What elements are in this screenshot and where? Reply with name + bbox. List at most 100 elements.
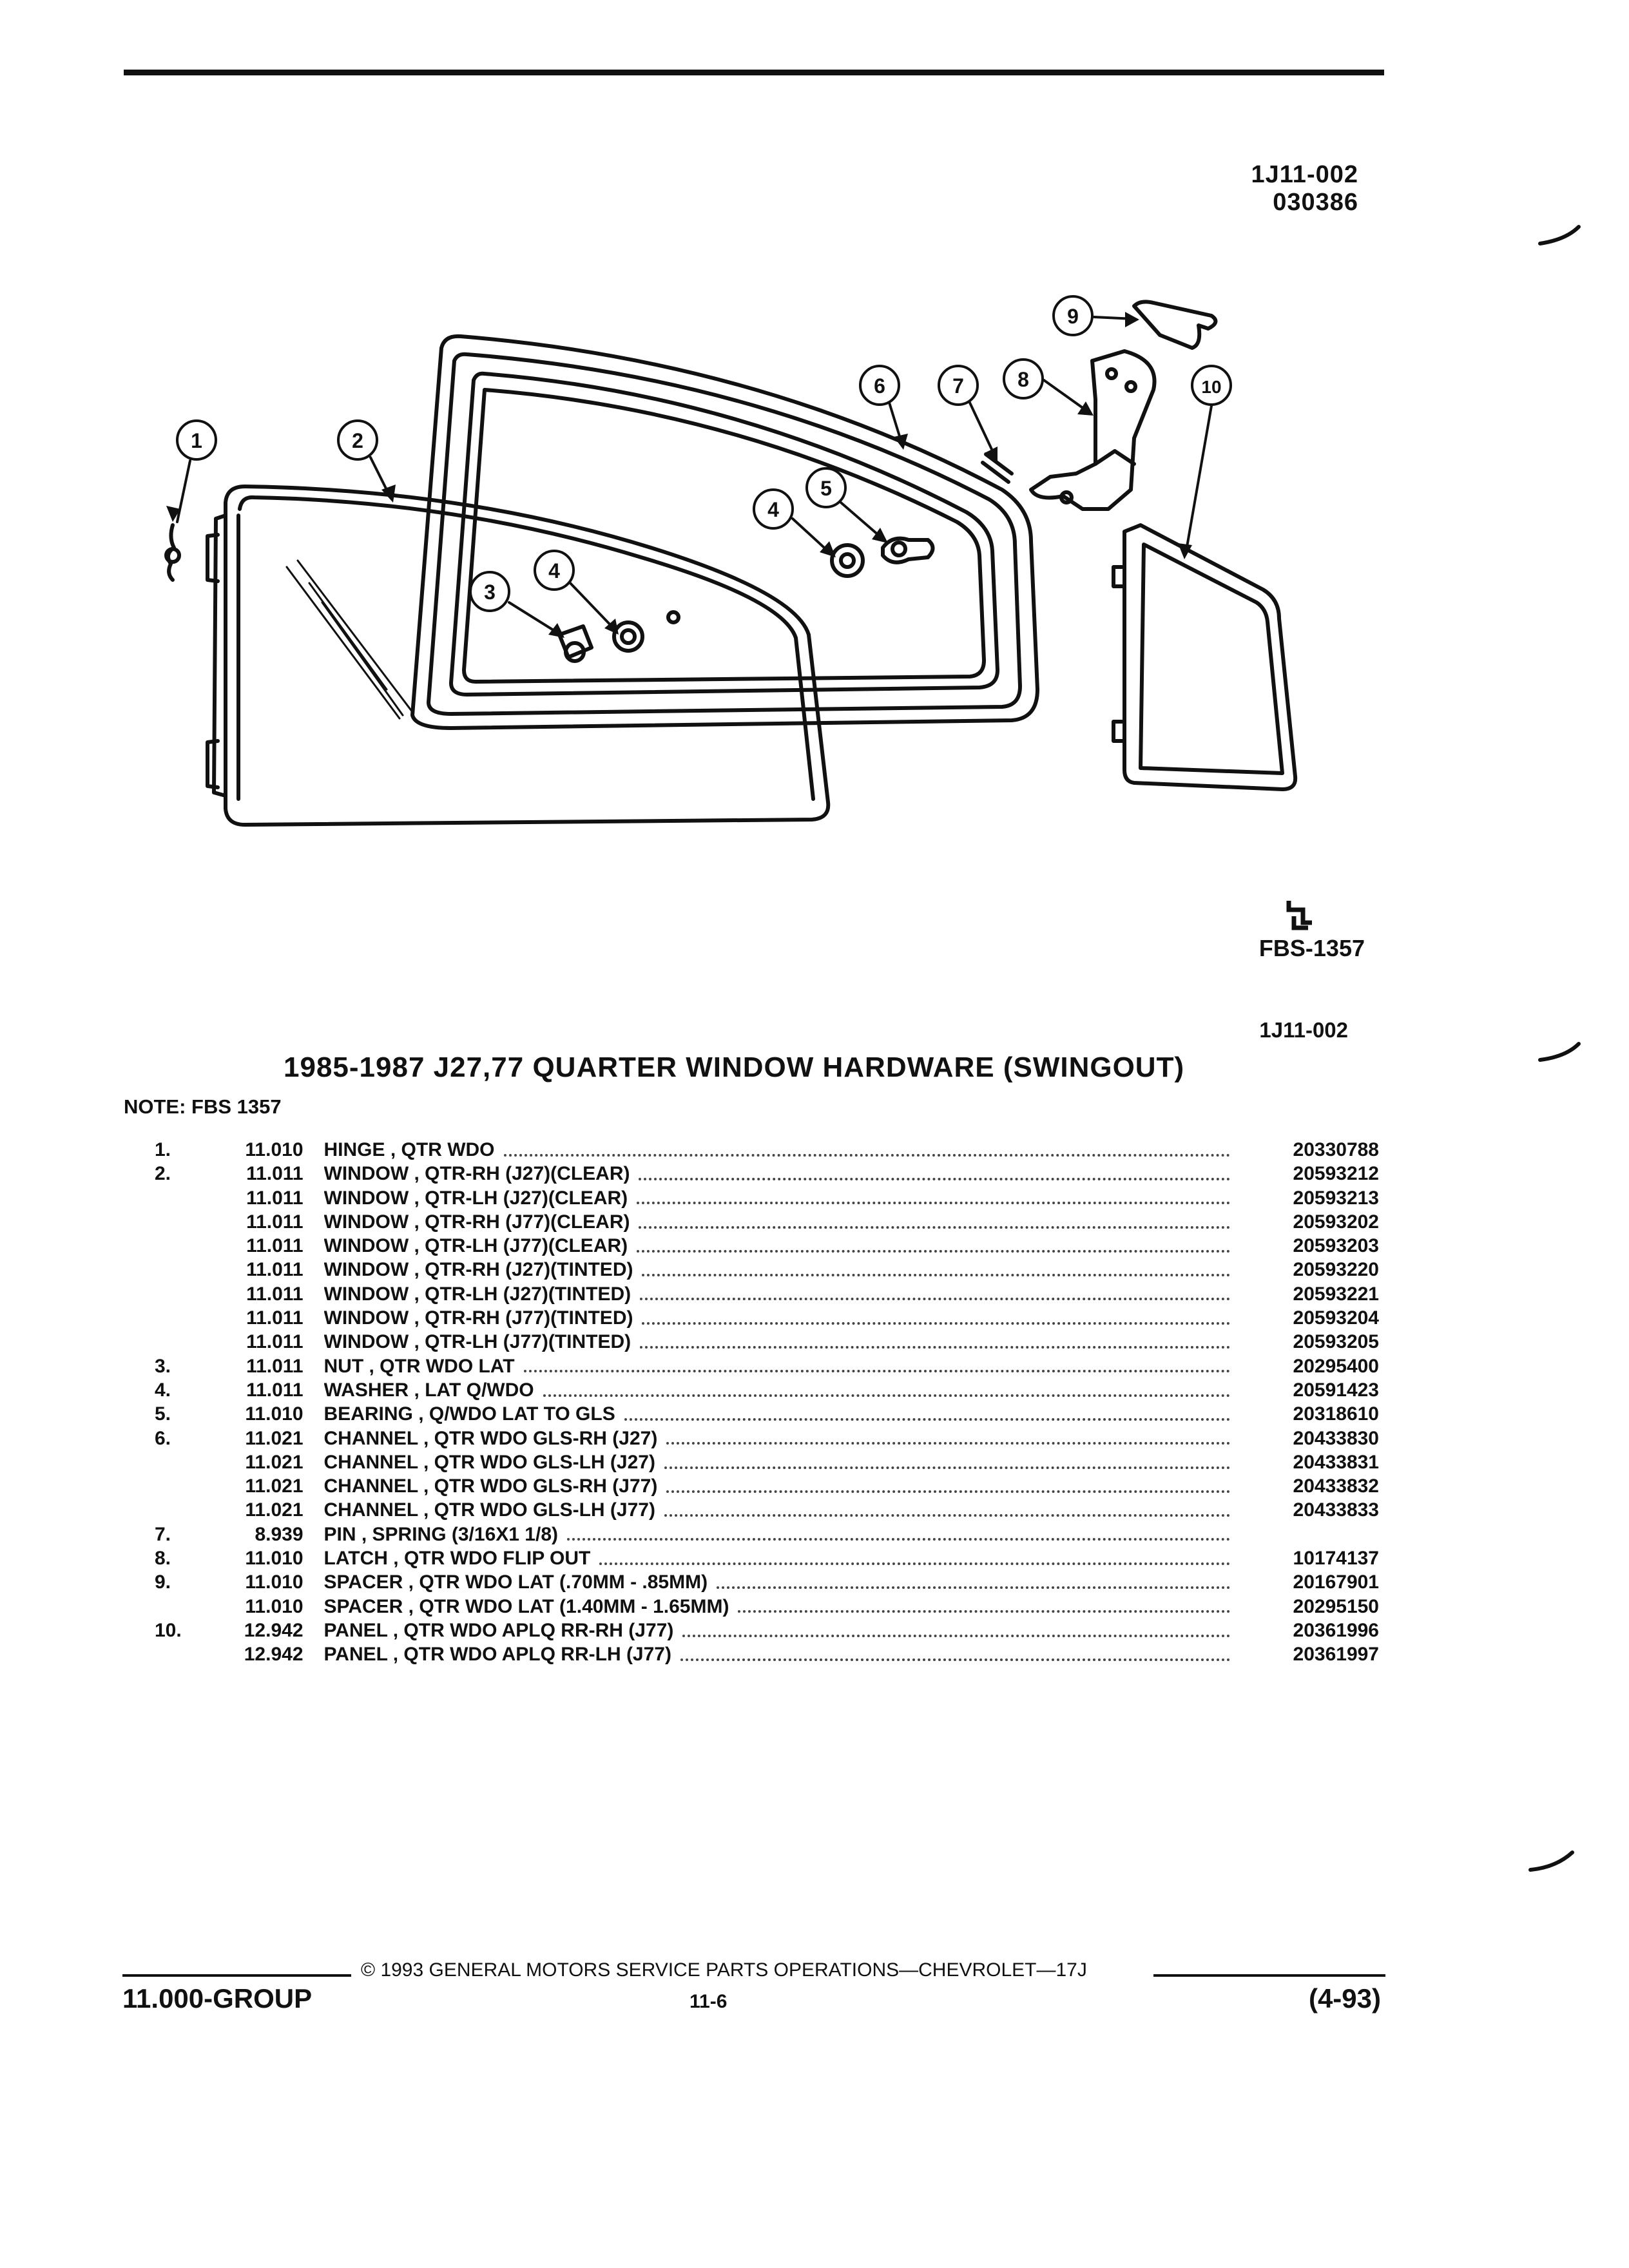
footer-copyright: © 1993 GENERAL MOTORS SERVICE PARTS OPER… — [361, 1959, 1087, 1981]
group-number: 12.942 — [244, 1644, 304, 1666]
part-description-cell: PANEL , QTR WDO APLQ RR-RH (J77) — [324, 1619, 1239, 1642]
part-number: 20591423 — [1293, 1379, 1379, 1401]
part-number: 20330788 — [1293, 1139, 1379, 1160]
dot-leader — [599, 1562, 1230, 1565]
group-number: 11.011 — [246, 1355, 304, 1377]
callout-7: 7 — [952, 374, 964, 398]
part-number: 20295150 — [1293, 1595, 1379, 1617]
part-description: NUT , QTR WDO LAT — [323, 1355, 515, 1377]
group-number: 11.011 — [246, 1307, 304, 1329]
footer-rule-right — [1153, 1974, 1385, 1977]
part-description: WINDOW , QTR-RH (J27)(CLEAR) — [323, 1163, 630, 1185]
part-description: PANEL , QTR WDO APLQ RR-LH (J77) — [323, 1644, 671, 1666]
group-number: 11.011 — [246, 1211, 304, 1233]
part-description-cell: PIN , SPRING (3/16X1 1/8) — [324, 1523, 1239, 1546]
group-number: 12.942 — [244, 1619, 304, 1641]
group-number: 8.939 — [255, 1523, 304, 1545]
callout-9: 9 — [1067, 305, 1079, 328]
part-number: 20593220 — [1293, 1259, 1379, 1281]
margin-mark — [1528, 1850, 1574, 1872]
part-description-cell: NUT , QTR WDO LAT — [324, 1354, 1239, 1378]
fbs-reference: FBS-1357 — [1259, 935, 1365, 961]
group-number: 11.011 — [246, 1187, 304, 1209]
top-rule — [124, 70, 1384, 75]
item-number: 5. — [155, 1403, 171, 1425]
part-number: 20361997 — [1293, 1644, 1379, 1666]
part-description: WINDOW , QTR-LH (J27)(TINTED) — [323, 1283, 631, 1305]
part-description-cell: BEARING , Q/WDO LAT TO GLS — [324, 1402, 1239, 1426]
part-description: WINDOW , QTR-LH (J27)(CLEAR) — [323, 1187, 628, 1209]
dot-leader — [637, 1249, 1230, 1253]
part-number: 20593212 — [1293, 1163, 1379, 1185]
part-number: 20593221 — [1293, 1283, 1379, 1305]
callout-6: 6 — [874, 374, 885, 398]
dot-leader — [640, 1346, 1230, 1349]
section-title: 1985-1987 J27,77 QUARTER WINDOW HARDWARE… — [284, 1052, 1185, 1083]
item-number: 8. — [155, 1548, 171, 1570]
dot-leader — [664, 1466, 1230, 1469]
part-description: BEARING , Q/WDO LAT TO GLS — [323, 1403, 615, 1425]
item-number — [155, 1306, 203, 1330]
part-number — [1239, 1523, 1379, 1546]
item-number — [155, 1186, 203, 1210]
part-description-cell: WINDOW , QTR-RH (J77)(TINTED) — [324, 1306, 1239, 1330]
part-description: WINDOW , QTR-RH (J77)(CLEAR) — [323, 1211, 630, 1233]
dot-leader — [637, 1202, 1230, 1205]
item-number: 9. — [155, 1571, 171, 1593]
part-description: WINDOW , QTR-LH (J77)(TINTED) — [323, 1331, 631, 1353]
item-number — [155, 1234, 203, 1258]
item-number — [155, 1282, 203, 1306]
group-number: 11.021 — [245, 1427, 304, 1449]
part-description-cell: WINDOW , QTR-LH (J77)(TINTED) — [324, 1330, 1239, 1354]
item-number — [155, 1642, 203, 1666]
dot-leader — [639, 1225, 1230, 1229]
part-description: CHANNEL , QTR WDO GLS-RH (J27) — [323, 1427, 658, 1449]
callout-4a: 4 — [548, 559, 560, 582]
part-description: WINDOW , QTR-LH (J77)(CLEAR) — [323, 1235, 628, 1257]
part-description: CHANNEL , QTR WDO GLS-LH (J77) — [323, 1499, 655, 1521]
part-description-cell: WASHER , LAT Q/WDO — [324, 1378, 1239, 1402]
part-number: 20318610 — [1293, 1403, 1379, 1425]
item-number: 1. — [155, 1139, 171, 1160]
item-number: 4. — [155, 1379, 171, 1401]
part-description-cell: WINDOW , QTR-LH (J77)(CLEAR) — [324, 1234, 1239, 1258]
item-number: 10. — [155, 1619, 182, 1641]
footer-revision: (4-93) — [1308, 1983, 1381, 2013]
footer-group: 11.000-GROUP — [122, 1983, 313, 2013]
parts-row: 12.942 PANEL , QTR WDO APLQ RR-LH (J77) 20… — [155, 1642, 1379, 1666]
part-description: HINGE , QTR WDO — [323, 1139, 495, 1160]
item-number — [155, 1498, 203, 1522]
part-number: 20593202 — [1293, 1211, 1379, 1233]
group-number: 11.010 — [245, 1139, 304, 1160]
dot-leader — [680, 1658, 1230, 1661]
item-number — [155, 1595, 203, 1619]
part-number: 20593205 — [1293, 1331, 1379, 1353]
item-number: 3. — [155, 1355, 171, 1377]
item-number: 2. — [155, 1163, 171, 1185]
part-description: CHANNEL , QTR WDO GLS-RH (J77) — [323, 1475, 658, 1497]
dot-leader — [640, 1298, 1230, 1301]
part-number: 20593204 — [1293, 1307, 1379, 1329]
group-number: 11.021 — [245, 1451, 304, 1473]
callout-3: 3 — [484, 581, 496, 604]
part-description-cell: PANEL , QTR WDO APLQ RR-LH (J77) — [324, 1642, 1239, 1666]
dot-leader — [503, 1153, 1230, 1157]
part-description: WINDOW , QTR-RH (J77)(TINTED) — [323, 1307, 633, 1329]
callout-2: 2 — [352, 429, 363, 452]
part-number: 20433830 — [1293, 1427, 1379, 1449]
callout-1: 1 — [191, 429, 202, 452]
callout-10: 10 — [1201, 377, 1221, 397]
group-number: 11.011 — [246, 1259, 304, 1281]
part-description: SPACER , QTR WDO LAT (1.40MM - 1.65MM) — [323, 1595, 729, 1617]
group-number: 11.011 — [246, 1379, 304, 1401]
callout-5: 5 — [820, 477, 832, 500]
part-description-cell: WINDOW , QTR-LH (J27)(TINTED) — [324, 1282, 1239, 1306]
parts-row: 4. 11.011 WASHER , LAT Q/WDO 20591423 — [155, 1378, 1379, 1402]
